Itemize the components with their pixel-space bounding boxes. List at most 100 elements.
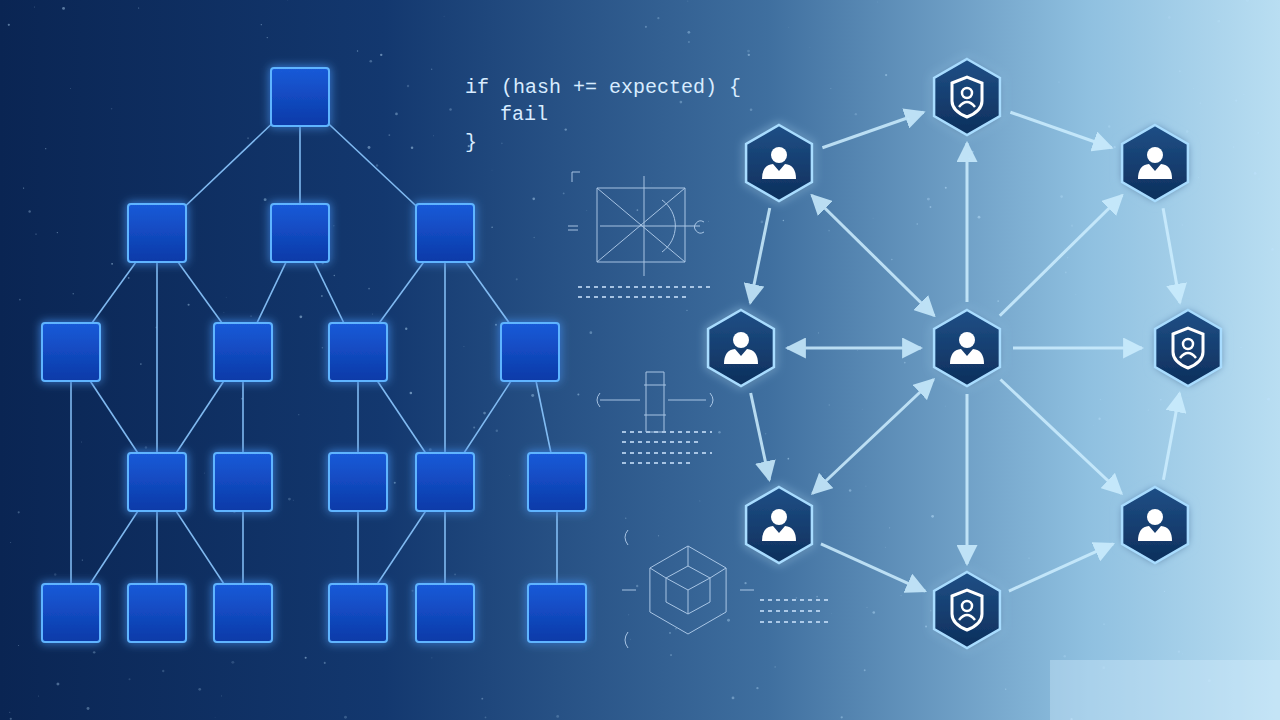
dot (395, 113, 398, 116)
dot (917, 223, 918, 224)
dot (82, 559, 83, 560)
network-arrow (1013, 347, 1142, 350)
dot (1192, 88, 1194, 90)
dot (1067, 257, 1068, 258)
hex-outline (650, 546, 726, 634)
network-graph (708, 59, 1221, 648)
dot (969, 158, 970, 159)
dot (9, 712, 10, 713)
tree-square (128, 204, 186, 262)
dot (1186, 130, 1189, 133)
dot (756, 687, 758, 689)
tree-square (416, 453, 474, 511)
dot (925, 626, 927, 628)
dot (38, 696, 39, 697)
dot (744, 582, 746, 584)
shield-icon (952, 590, 982, 630)
hexagon (934, 59, 1000, 135)
dot (496, 430, 498, 432)
hexagon (1122, 125, 1188, 201)
dot (394, 482, 396, 484)
dot (630, 638, 632, 640)
dot (680, 101, 683, 104)
user-hexagon (934, 59, 1000, 135)
dot (19, 299, 21, 301)
dot (221, 695, 223, 697)
dot (334, 275, 336, 277)
shield-icon (1173, 328, 1203, 368)
dot (407, 85, 409, 87)
dash-row (622, 452, 712, 454)
dot (796, 597, 798, 599)
dot (333, 225, 334, 226)
dash-row (622, 431, 712, 433)
dot (305, 657, 307, 659)
dot (1243, 94, 1244, 95)
dot (1058, 81, 1059, 82)
network-arrow (1009, 544, 1113, 591)
dot (344, 716, 347, 719)
dot (645, 26, 647, 28)
dot (1075, 293, 1077, 295)
dot (577, 393, 579, 395)
dash-row (760, 599, 830, 601)
tree-square (214, 584, 272, 642)
dot (533, 237, 534, 238)
network-arrow (751, 393, 770, 480)
tree-graph (42, 68, 586, 642)
network-arrow (812, 195, 934, 315)
dot (322, 347, 323, 348)
tree-square (416, 204, 474, 262)
dot (1102, 557, 1103, 558)
tree-square (214, 453, 272, 511)
dot (687, 1, 688, 2)
person-body (1138, 526, 1172, 541)
dot (669, 632, 671, 634)
person-head (962, 601, 972, 611)
tree-square (329, 584, 387, 642)
tree-link (444, 233, 446, 482)
dot (1108, 125, 1110, 127)
dot (670, 654, 672, 656)
hexagon (1122, 487, 1188, 563)
hexagon (934, 310, 1000, 386)
dot (376, 164, 378, 166)
dot (162, 670, 164, 672)
dot (978, 216, 981, 219)
dot (454, 573, 456, 575)
dot (829, 404, 830, 405)
dot (931, 515, 934, 518)
dot (73, 293, 74, 294)
dot (628, 614, 629, 615)
code-line: fail (500, 103, 548, 127)
person-body (724, 349, 758, 364)
dot (1267, 398, 1270, 401)
dot (204, 473, 205, 474)
dot (33, 6, 35, 8)
hexagon (708, 310, 774, 386)
dot (267, 37, 268, 38)
network-arrow (787, 347, 921, 350)
dot (1064, 655, 1066, 657)
geometry-figure (597, 176, 700, 276)
dot (261, 24, 262, 25)
dot (433, 135, 435, 137)
dot (231, 661, 234, 664)
tree-square (42, 323, 100, 381)
dot (287, 0, 289, 1)
network-arrow (812, 380, 933, 494)
person-head (733, 332, 749, 348)
dot (1060, 195, 1063, 198)
dot (324, 662, 326, 664)
person-head (1147, 147, 1163, 163)
dot (586, 210, 588, 212)
dot (831, 613, 833, 615)
dot (1164, 591, 1165, 592)
dot (1233, 146, 1235, 148)
hexagon (1155, 310, 1221, 386)
dot (368, 288, 370, 290)
dot (861, 408, 863, 410)
person-head (771, 147, 787, 163)
dot (531, 394, 534, 397)
dot (891, 259, 893, 261)
